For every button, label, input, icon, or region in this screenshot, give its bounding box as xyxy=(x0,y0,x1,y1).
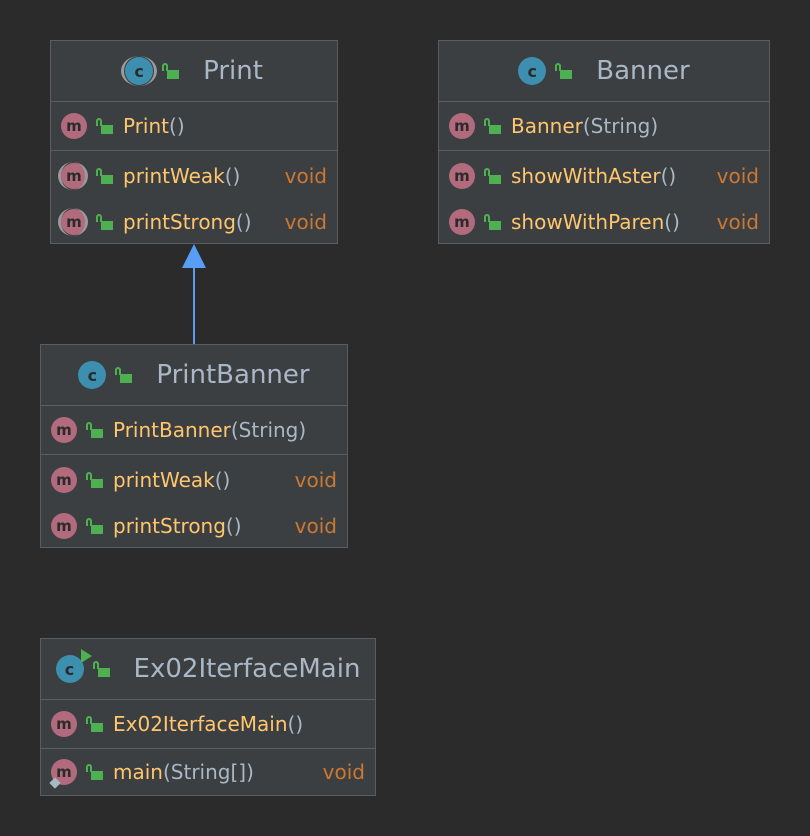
public-lock-icon xyxy=(555,63,574,79)
constructor-name: Banner xyxy=(511,114,583,138)
method-params: () xyxy=(225,514,242,538)
class-box-banner[interactable]: c Banner m Banner(String) m showWithAste… xyxy=(438,40,770,244)
abstract-class-icon: c xyxy=(121,56,158,86)
constructor-row[interactable]: m PrintBanner(String) xyxy=(41,406,347,454)
method-icon: m xyxy=(449,163,475,189)
class-icon: c xyxy=(78,361,107,389)
method-icon: m xyxy=(51,759,77,785)
methods-section: m main(String[]) void xyxy=(41,749,375,795)
methods-section: m showWithAster() void m showWithParen()… xyxy=(439,151,769,245)
return-type: void xyxy=(716,164,759,188)
run-icon xyxy=(80,649,92,663)
constructor-name: Ex02IterfaceMain xyxy=(113,712,288,736)
class-icon-letter: c xyxy=(64,659,75,679)
class-header: c Banner xyxy=(439,41,769,102)
method-row[interactable]: m printStrong() void xyxy=(41,503,347,549)
public-lock-icon xyxy=(86,716,105,732)
method-params: () xyxy=(235,210,252,234)
runnable-class-icon: c xyxy=(55,649,92,683)
return-type: void xyxy=(284,210,327,234)
method-row[interactable]: m printWeak() void xyxy=(51,153,337,199)
method-params: () xyxy=(224,164,241,188)
method-params: (String[]) xyxy=(162,760,254,784)
method-icon: m xyxy=(61,113,87,139)
class-box-printbanner[interactable]: c PrintBanner m PrintBanner(String) m pr… xyxy=(40,344,348,548)
public-lock-icon xyxy=(86,472,105,488)
public-lock-icon xyxy=(96,118,115,134)
public-lock-icon xyxy=(484,118,503,134)
methods-section: m printWeak() void m printStrong() void xyxy=(51,151,337,245)
method-row[interactable]: m showWithAster() void xyxy=(439,153,769,199)
constructors-section: m Banner(String) xyxy=(439,102,769,151)
public-lock-icon xyxy=(86,764,105,780)
constructors-section: m Print() xyxy=(51,102,337,151)
method-name: printStrong xyxy=(123,210,236,234)
method-params: () xyxy=(214,468,231,492)
abstract-method-icon: m xyxy=(58,208,88,236)
public-lock-icon xyxy=(86,518,105,534)
method-row[interactable]: m main(String[]) void xyxy=(41,749,375,795)
return-type: void xyxy=(284,164,327,188)
public-lock-icon xyxy=(96,214,115,230)
public-lock-icon xyxy=(484,214,503,230)
abstract-method-icon: m xyxy=(58,162,88,190)
class-header: c Print xyxy=(51,41,337,102)
method-row[interactable]: m printWeak() void xyxy=(41,457,347,503)
constructors-section: m PrintBanner(String) xyxy=(41,406,347,455)
method-name: showWithAster xyxy=(511,164,661,188)
method-row[interactable]: m printStrong() void xyxy=(51,199,337,245)
constructors-section: m Ex02IterfaceMain() xyxy=(41,700,375,749)
constructor-name: PrintBanner xyxy=(113,418,231,442)
return-type: void xyxy=(294,468,337,492)
method-params: () xyxy=(660,164,677,188)
public-lock-icon xyxy=(96,168,115,184)
method-icon: m xyxy=(51,513,77,539)
class-name: PrintBanner xyxy=(156,360,310,390)
class-box-print[interactable]: c Print m Print() m printWeak() void m p… xyxy=(50,40,338,244)
method-name: showWithParen xyxy=(511,210,665,234)
return-type: void xyxy=(716,210,759,234)
method-icon: m xyxy=(449,209,475,235)
class-name: Banner xyxy=(596,56,690,86)
method-row[interactable]: m showWithParen() void xyxy=(439,199,769,245)
class-name: Print xyxy=(203,56,263,86)
constructor-row[interactable]: m Ex02IterfaceMain() xyxy=(41,700,375,748)
class-icon: c xyxy=(518,57,547,85)
method-icon: m xyxy=(51,711,77,737)
constructor-name: Print xyxy=(123,114,170,138)
public-lock-icon xyxy=(115,367,134,383)
return-type: void xyxy=(322,760,365,784)
constructor-params: (String) xyxy=(582,114,659,138)
class-header: c Ex02IterfaceMain xyxy=(41,639,375,700)
method-icon: m xyxy=(51,467,77,493)
constructor-row[interactable]: m Banner(String) xyxy=(439,102,769,150)
constructor-params: () xyxy=(287,712,304,736)
public-lock-icon xyxy=(484,168,503,184)
class-header: c PrintBanner xyxy=(41,345,347,406)
return-type: void xyxy=(294,514,337,538)
method-name: printStrong xyxy=(113,514,226,538)
public-lock-icon xyxy=(92,661,112,677)
method-icon: m xyxy=(449,113,475,139)
class-box-ex02iterfacemain[interactable]: c Ex02IterfaceMain m Ex02IterfaceMain() … xyxy=(40,638,376,796)
method-icon: m xyxy=(51,417,77,443)
constructor-params: (String) xyxy=(230,418,307,442)
method-name: printWeak xyxy=(123,164,225,188)
public-lock-icon xyxy=(162,63,181,79)
class-name: Ex02IterfaceMain xyxy=(133,654,361,684)
methods-section: m printWeak() void m printStrong() void xyxy=(41,455,347,549)
constructor-row[interactable]: m Print() xyxy=(51,102,337,150)
method-name: printWeak xyxy=(113,468,215,492)
method-name: main xyxy=(113,760,163,784)
inheritance-arrowhead xyxy=(182,244,206,268)
public-lock-icon xyxy=(86,422,105,438)
constructor-params: () xyxy=(169,114,185,138)
method-params: () xyxy=(664,210,680,234)
